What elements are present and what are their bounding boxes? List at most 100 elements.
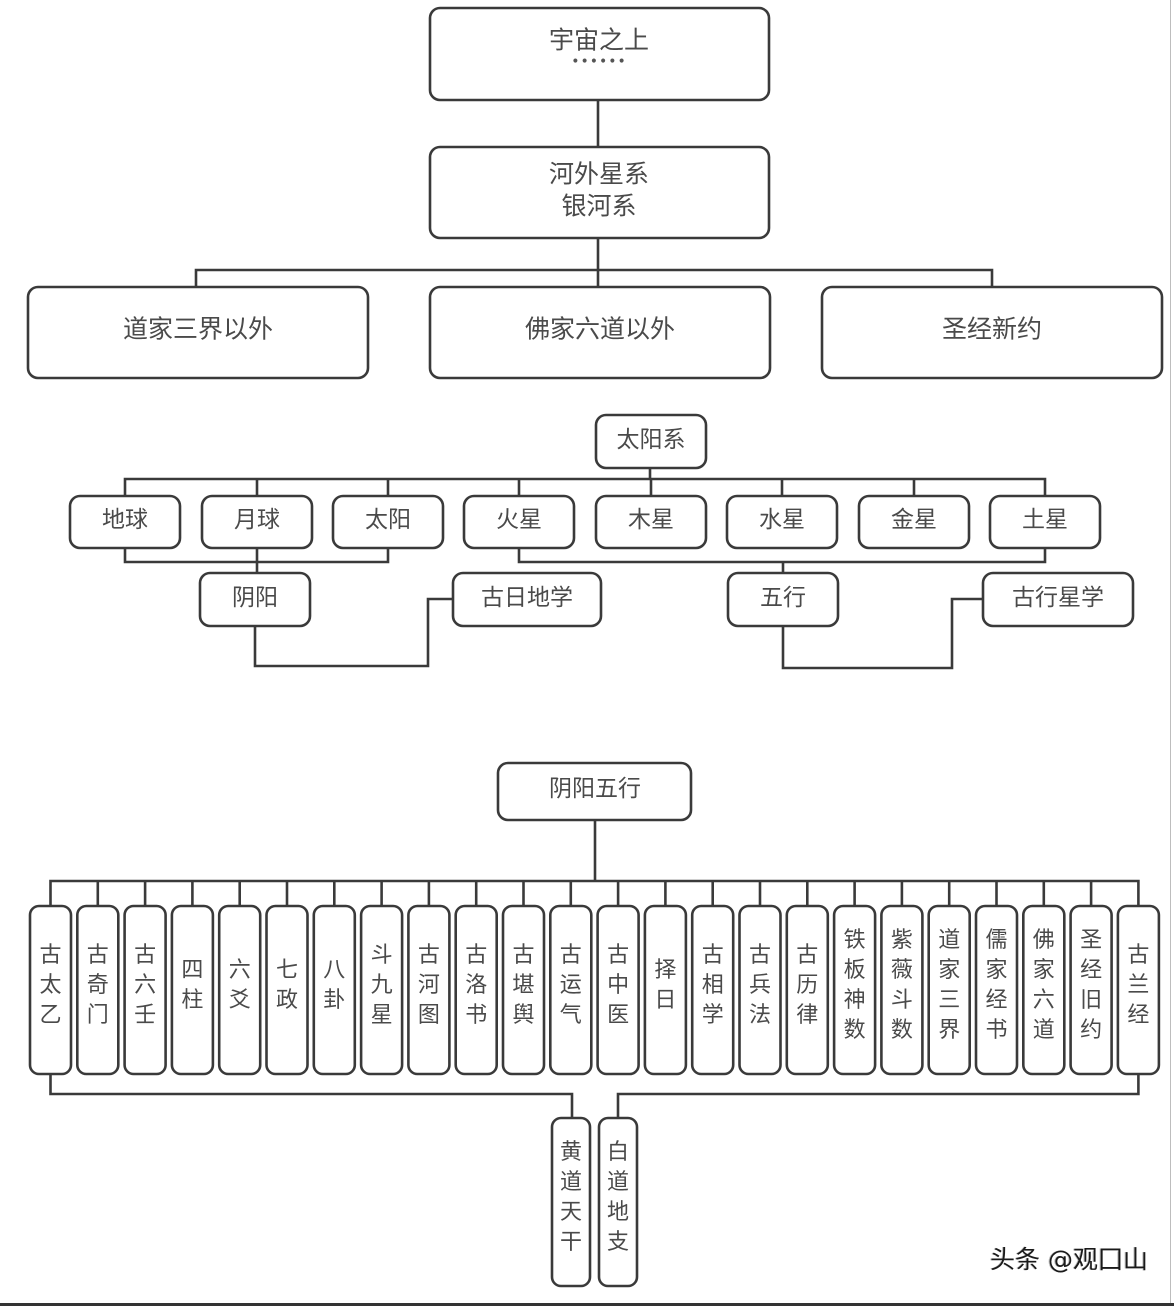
node-art-10: 古洛书 (454, 904, 499, 1076)
node-art-11: 古堪舆 (501, 904, 546, 1076)
node-art-3-border (123, 904, 167, 1076)
node-art-24: 古兰经 (1116, 904, 1161, 1076)
node-label-vertical: 四柱 (181, 958, 203, 1013)
node-art-15: 古相学 (690, 904, 735, 1076)
node-body-4-border (462, 494, 576, 550)
node-yinyang-wuxing: 阴阳五行 (496, 761, 693, 822)
node-label: 水星 (759, 507, 805, 533)
node-art-17-border (785, 904, 830, 1076)
node-label-vertical: 古奇门 (87, 943, 109, 1028)
node-label-vertical: 铁板神数 (844, 928, 866, 1043)
node-label-vertical: 八卦 (323, 958, 345, 1013)
node-label: 地球 (102, 507, 148, 533)
node-art-21-border (974, 904, 1019, 1076)
node-label-vertical: 古堪舆 (512, 943, 534, 1028)
node-label-line1: 河外星系 (549, 160, 649, 189)
connector-galaxy-children (194, 268, 994, 287)
node-art-23-border (1069, 904, 1113, 1076)
node-body-7-border (857, 494, 971, 550)
node-art-22-border (1021, 904, 1066, 1076)
node-body-1-border (68, 494, 182, 550)
node-art-7: 八卦 (312, 904, 357, 1076)
node-label: 火星 (496, 507, 542, 533)
node-ancient-sun-earth-studies: 古日地学 (451, 571, 603, 628)
node-art-19: 紫薇斗数 (880, 904, 924, 1076)
node-yinyang-wuxing-border (496, 761, 693, 822)
node-label: 五行 (760, 585, 806, 611)
node-label-vertical: 择日 (654, 958, 676, 1013)
node-label-line2: 银河系 (561, 192, 636, 221)
node-art-4-border (170, 904, 215, 1076)
node-label: 阴阳 (232, 585, 278, 611)
node-solar-system-border (594, 413, 708, 470)
node-realm-2: 佛家六道以外 (428, 285, 772, 380)
node-art-4: 四柱 (170, 904, 215, 1076)
node-art-16: 古兵法 (738, 904, 782, 1076)
node-above-universe: 宇宙之上•••••• (428, 6, 771, 102)
node-label-vertical: 古兵法 (749, 943, 771, 1028)
node-art-13: 古中医 (596, 904, 640, 1076)
node-art-21: 儒家经书 (974, 904, 1019, 1076)
node-art-1-border (28, 904, 73, 1076)
node-zodiac-1: 黄道天干 (550, 1116, 592, 1288)
node-label: 古日地学 (481, 585, 573, 611)
node-label-vertical: 古中医 (607, 943, 629, 1028)
node-art-12-border (548, 904, 593, 1076)
node-body-6-border (725, 494, 839, 550)
node-label: 道家三界以外 (123, 315, 273, 344)
node-yinyang-border (198, 571, 312, 628)
node-art-6-border (265, 904, 309, 1076)
node-art-8-border (359, 904, 404, 1076)
node-label-vertical: 古洛书 (465, 943, 487, 1028)
node-label-vertical: 斗九星 (371, 943, 393, 1028)
node-art-5: 六爻 (217, 904, 262, 1076)
node-art-1: 古太乙 (28, 904, 73, 1076)
node-body-8-border (988, 494, 1102, 550)
node-art-24-border (1116, 904, 1161, 1076)
connector-wuxing-guxingxingxue (781, 597, 983, 670)
node-label: 宇宙之上 (549, 26, 649, 55)
node-body-6: 水星 (725, 494, 839, 550)
node-art-16-border (738, 904, 782, 1076)
right-edge-border (1170, 0, 1171, 1306)
node-label-vertical: 紫薇斗数 (891, 928, 913, 1043)
node-art-19-border (880, 904, 924, 1076)
node-above-universe-border (428, 6, 771, 102)
node-label-vertical: 古相学 (702, 943, 724, 1028)
node-art-12: 古运气 (548, 904, 593, 1076)
node-art-23: 圣经旧约 (1069, 904, 1113, 1076)
node-label-vertical: 古六壬 (134, 943, 156, 1028)
node-zodiac-2-border (597, 1116, 639, 1288)
connector-arts-left-bottom (49, 1074, 574, 1118)
node-art-3: 古六壬 (123, 904, 167, 1076)
node-art-20: 道家三界 (927, 904, 972, 1076)
node-realm-2-border (428, 285, 772, 380)
node-body-2-border (200, 494, 314, 550)
node-body-3: 太阳 (331, 494, 445, 550)
node-label-vertical: 六爻 (229, 958, 251, 1013)
node-five-elements: 五行 (726, 571, 840, 628)
node-art-5-border (217, 904, 262, 1076)
node-label: 太阳 (365, 507, 411, 533)
node-label: 木星 (628, 507, 674, 533)
node-zodiac-2: 白道地支 (597, 1116, 639, 1288)
node-label-vertical: 道家三界 (938, 928, 960, 1043)
node-art-13-border (596, 904, 640, 1076)
node-realm-3-border (820, 285, 1164, 380)
bottom-edge-border (0, 1303, 1174, 1306)
node-body-8: 土星 (988, 494, 1102, 550)
node-label: 金星 (891, 507, 937, 533)
node-body-4: 火星 (462, 494, 576, 550)
node-label-vertical: 七政 (276, 958, 298, 1013)
node-label: 阴阳五行 (549, 776, 641, 802)
node-label: 太阳系 (617, 427, 686, 453)
node-art-22: 佛家六道 (1021, 904, 1066, 1076)
node-art-15-border (690, 904, 735, 1076)
node-label: 月球 (234, 507, 280, 533)
node-art-8: 斗九星 (359, 904, 404, 1076)
node-ancient-planetary-studies: 古行星学 (981, 571, 1135, 628)
node-body-3-border (331, 494, 445, 550)
node-art-7-border (312, 904, 357, 1076)
node-art-2-border (76, 904, 120, 1076)
